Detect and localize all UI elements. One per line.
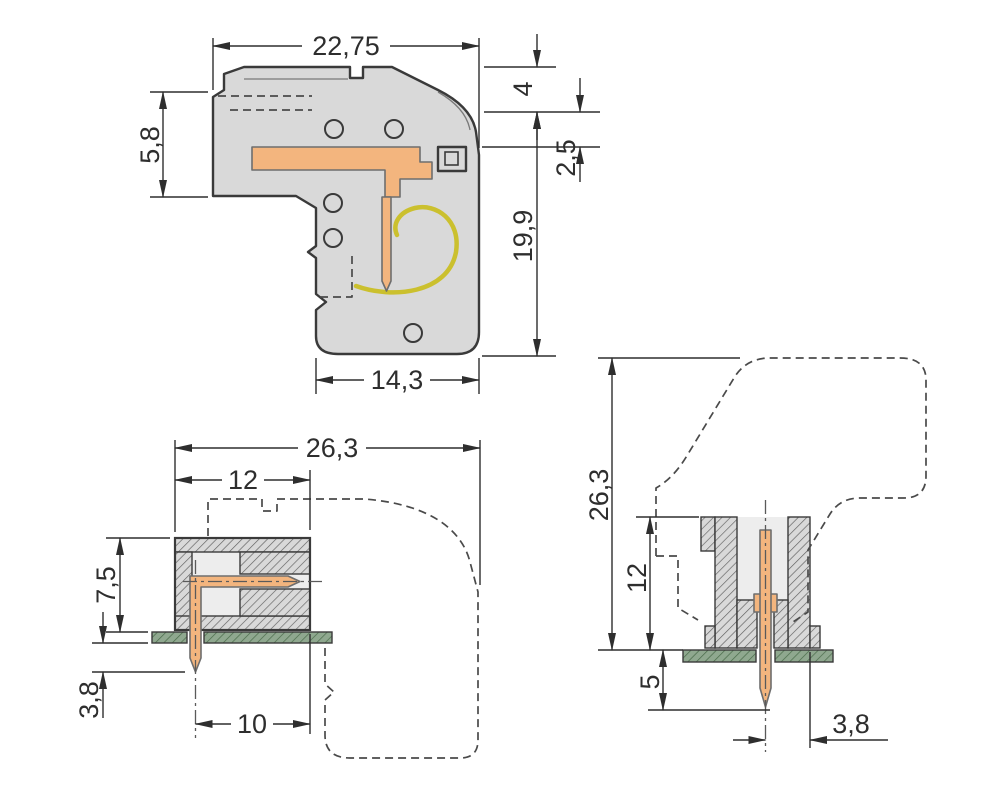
dim-label-total-width: 22,75 bbox=[312, 31, 380, 61]
dim-total-height: 19,9 bbox=[482, 111, 556, 357]
dim-label-top-offset: 4 bbox=[508, 81, 538, 96]
dim-total-width: 22,75 bbox=[212, 31, 480, 148]
clamp-spring bbox=[353, 204, 459, 295]
dim-label-latch-height: 5,8 bbox=[135, 126, 165, 164]
dim-label-housing-depth: 12 bbox=[228, 465, 258, 495]
housing-outline bbox=[173, 536, 312, 632]
dim-label-total-height-front: 26,3 bbox=[584, 469, 614, 522]
dim-label-total-depth: 26,3 bbox=[306, 433, 359, 463]
inner-slope-line bbox=[437, 91, 471, 131]
dim-label-total-height: 19,9 bbox=[508, 210, 538, 263]
dim-label-lower-width: 14,3 bbox=[371, 365, 424, 395]
mating-connector-outline bbox=[207, 498, 479, 759]
dim-pin-below-board: 3,8 bbox=[74, 612, 185, 719]
view-side-angled: 22,75 4 2,5 19,9 5,8 bbox=[135, 31, 600, 395]
contact-strip bbox=[251, 146, 433, 198]
dim-pin-to-face: 10 bbox=[194, 634, 311, 739]
mating-connector-outline-front bbox=[655, 357, 927, 625]
dim-label-pin-below-board: 3,8 bbox=[74, 681, 104, 719]
pcb-board bbox=[151, 631, 333, 644]
contact-pin-vertical bbox=[381, 196, 392, 292]
dim-label-pin-to-edge: 3,8 bbox=[832, 709, 870, 739]
dim-pin-to-edge: 3,8 bbox=[733, 652, 888, 748]
dim-housing-depth: 12 bbox=[174, 465, 311, 530]
solder-pin-bent bbox=[189, 575, 301, 673]
dim-height-above-board: 7,5 bbox=[91, 537, 170, 633]
mounting-holes bbox=[323, 119, 423, 343]
dim-top-offset: 4 bbox=[484, 34, 600, 140]
pcb-board-front bbox=[682, 649, 834, 663]
dim-label-pin-below-board-front: 5 bbox=[635, 674, 665, 689]
view-side-mounted: 26,3 12 7,5 3,8 10 bbox=[74, 433, 481, 759]
dim-housing-height-front: 12 bbox=[622, 516, 699, 651]
connector-housing bbox=[211, 65, 481, 356]
mating-connector-detail-front bbox=[656, 555, 699, 621]
dim-lower-width: 14,3 bbox=[315, 358, 480, 395]
dim-face-offset: 2,5 bbox=[482, 78, 600, 182]
dim-label-housing-height-front: 12 bbox=[622, 563, 652, 593]
view-front-mounted: 26,3 12 5 3,8 bbox=[584, 357, 927, 752]
dim-pin-below-board-front: 5 bbox=[635, 649, 770, 711]
hidden-foot-lines bbox=[320, 254, 353, 298]
hidden-latch-lines bbox=[218, 95, 312, 111]
dim-label-pin-to-face: 10 bbox=[237, 709, 267, 739]
dim-total-height-front: 26,3 bbox=[584, 357, 740, 651]
dim-label-height-above-board: 7,5 bbox=[91, 566, 121, 604]
dim-label-face-offset: 2,5 bbox=[551, 139, 581, 177]
hatched-housing-walls-front bbox=[700, 516, 821, 649]
dim-total-depth: 26,3 bbox=[174, 433, 481, 585]
dim-latch-height: 5,8 bbox=[135, 91, 208, 198]
hatched-housing-walls bbox=[174, 537, 311, 631]
clamp-window bbox=[436, 145, 468, 173]
